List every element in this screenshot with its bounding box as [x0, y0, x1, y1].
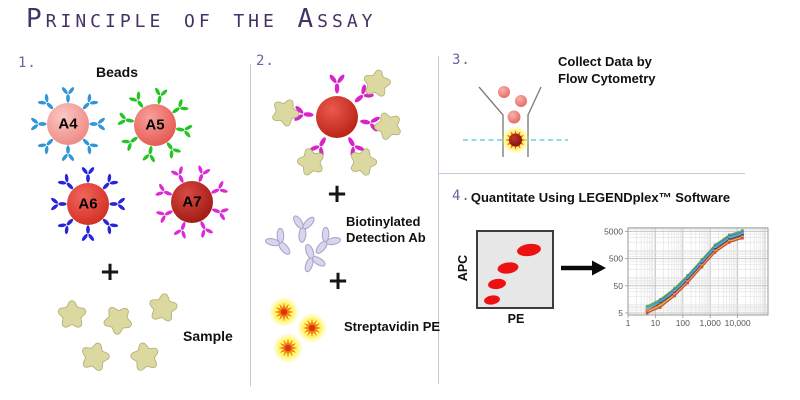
- page-title: Principle of the Assay: [26, 4, 377, 34]
- bead-a7-label: A7: [182, 193, 202, 211]
- collect-data-line1: Collect Data by: [558, 54, 652, 69]
- pe-axis-label: PE: [507, 312, 525, 326]
- plus-icon-1: +: [99, 257, 121, 287]
- bead-a6-label: A6: [78, 195, 98, 213]
- svg-text:1,000: 1,000: [700, 318, 722, 328]
- quantitate-title: Quantitate Using LEGENDplex™ Software: [470, 190, 731, 205]
- step-4-number: 4.: [452, 188, 471, 204]
- step-1-number: 1.: [18, 55, 37, 71]
- svg-text:1: 1: [626, 318, 631, 328]
- streptavidin-label: Streptavidin PE: [344, 319, 441, 334]
- svg-text:100: 100: [676, 318, 690, 328]
- bead-a5-label: A5: [145, 116, 165, 134]
- svg-text:10,000: 10,000: [725, 318, 751, 328]
- step-3-number: 3.: [452, 52, 471, 68]
- svg-text:5: 5: [618, 308, 623, 318]
- beads-label: Beads: [96, 64, 139, 80]
- svg-text:5000: 5000: [604, 226, 623, 236]
- collect-data-line2: Flow Cytometry: [558, 71, 656, 86]
- plus-icon-2: +: [326, 179, 348, 209]
- svg-text:10: 10: [651, 318, 661, 328]
- biotin-label-line2: Detection Ab: [346, 230, 426, 245]
- divider-vertical-2: [438, 56, 439, 384]
- svg-text:500: 500: [609, 254, 623, 264]
- svg-text:50: 50: [614, 281, 624, 291]
- apc-axis-label: APC: [456, 254, 470, 282]
- dot-plot-box: [476, 230, 554, 309]
- step-2-number: 2.: [256, 53, 275, 69]
- plus-icon-3: +: [327, 266, 349, 296]
- divider-horizontal: [438, 173, 745, 174]
- divider-vertical-1: [250, 64, 251, 386]
- bead-a4-label: A4: [58, 115, 78, 133]
- sample-label: Sample: [183, 328, 233, 344]
- biotin-label-line1: Biotinylated: [346, 214, 421, 229]
